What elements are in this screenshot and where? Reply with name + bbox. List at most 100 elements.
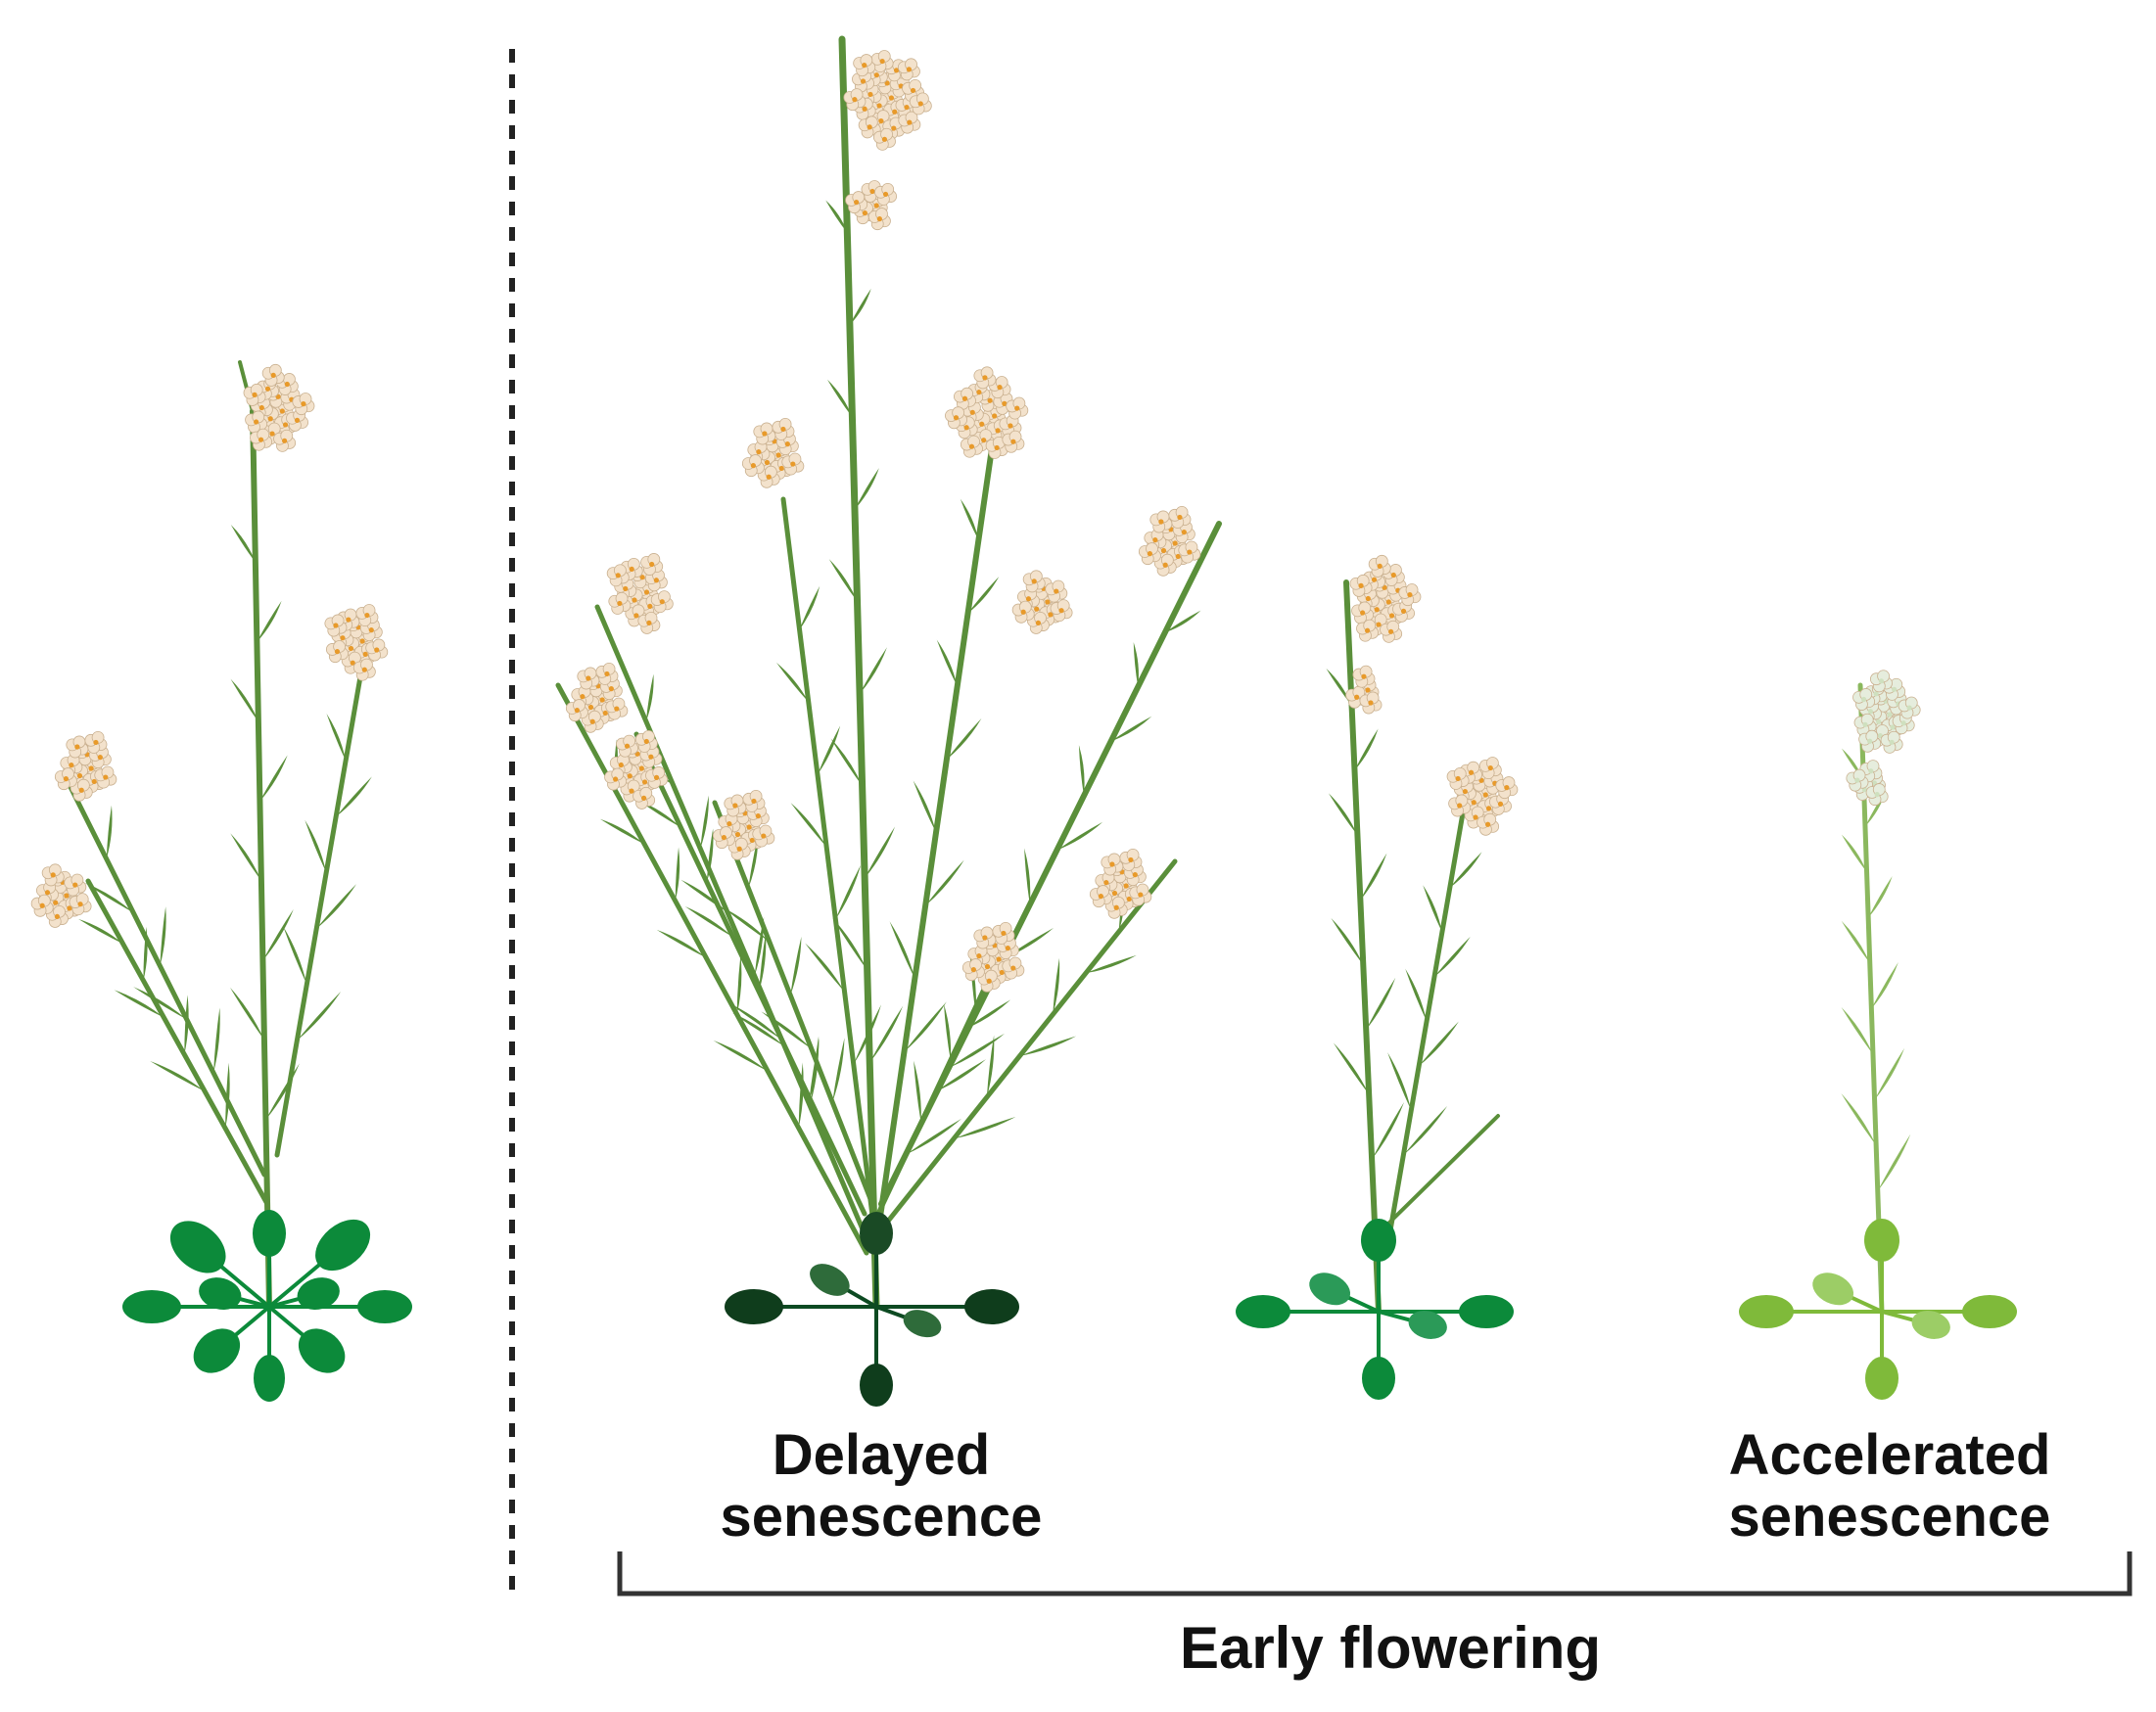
cauline-leaf [599, 818, 645, 845]
flower-center [1504, 785, 1510, 791]
flower-center [892, 109, 898, 115]
cauline-leaf [133, 987, 187, 1020]
rosette-leaf [1865, 1357, 1898, 1400]
cauline-leaf [954, 1117, 1016, 1139]
cauline-leaf [1331, 917, 1364, 965]
cauline-leaf [854, 468, 879, 510]
rosette-leaf [199, 1277, 242, 1311]
flower-center [1354, 694, 1360, 700]
cauline-leaf [1354, 728, 1379, 771]
flower [577, 667, 600, 690]
flower-center [69, 763, 74, 768]
cauline-leaf [1328, 793, 1358, 836]
flower-cluster [845, 180, 898, 231]
flower [1478, 757, 1502, 780]
flower-center [608, 686, 614, 692]
cauline-leaf [1868, 875, 1893, 918]
cauline-leaf [736, 954, 742, 1015]
flower-cluster [945, 366, 1029, 459]
flower-center [904, 104, 910, 111]
flower-center [53, 900, 59, 905]
flower-center [1374, 607, 1380, 613]
flower [1392, 599, 1416, 623]
rosette-leaf [860, 1364, 893, 1407]
stem [875, 976, 992, 1217]
flower [1138, 542, 1161, 566]
flower-cluster [1852, 670, 1921, 754]
flower-center [1177, 514, 1183, 521]
rosette-leaf [1362, 1357, 1395, 1400]
flower-center [1008, 423, 1013, 429]
plant-accelerated-senescence [1739, 670, 2017, 1400]
cauline-leaf [889, 921, 915, 979]
flower-center [982, 375, 988, 381]
flower-cluster [1011, 570, 1073, 634]
cauline-leaf [1433, 936, 1471, 977]
flower [775, 433, 799, 456]
flower-center [854, 200, 860, 206]
flower-center [992, 413, 998, 419]
cauline-leaf [297, 991, 342, 1041]
flower-center [1158, 519, 1164, 525]
flower-center [633, 613, 639, 619]
flower [1011, 600, 1035, 624]
flower-center [364, 612, 370, 619]
flower [365, 638, 389, 662]
flower [1168, 505, 1192, 529]
cauline-leaf [78, 918, 123, 945]
flower-center [629, 788, 634, 794]
cauline-leaf [775, 662, 809, 703]
rosette-leaf [1408, 1310, 1447, 1339]
flower-center [1010, 965, 1016, 971]
flower [64, 873, 87, 897]
flower-cluster [54, 730, 117, 802]
flower [1865, 783, 1889, 807]
flower-center [1147, 551, 1152, 557]
stem [250, 408, 272, 1310]
flower-center [876, 103, 882, 109]
stem [876, 398, 1002, 1226]
flower [275, 373, 299, 395]
flower [1089, 885, 1112, 908]
flower-center [1048, 612, 1054, 618]
flower-center [1471, 800, 1476, 806]
flower-center [103, 774, 109, 780]
flower-center [333, 623, 339, 628]
cauline-leaf [84, 882, 134, 913]
flower-center [888, 95, 895, 101]
flower-center [862, 106, 867, 112]
rosette-leaf [315, 1219, 371, 1272]
cauline-leaf [904, 1001, 947, 1052]
flower-center [39, 902, 45, 908]
flower-center [976, 390, 982, 395]
flower-cluster [1446, 757, 1519, 836]
flower-center [876, 216, 882, 222]
flower-center [1364, 627, 1371, 633]
flower [872, 127, 896, 151]
cauline-leaf [1360, 853, 1387, 901]
flower [645, 765, 669, 789]
cauline-leaf [827, 379, 853, 418]
flower-center [1152, 537, 1158, 543]
flower-center [721, 835, 726, 841]
cauline-leaf [835, 864, 862, 920]
stem [712, 800, 875, 1207]
cauline-leaf [832, 917, 867, 971]
flower-center [873, 203, 879, 208]
cauline-leaf [914, 1060, 921, 1124]
rosette [1739, 1219, 2017, 1400]
flower-center [97, 755, 103, 761]
flower-center [1873, 691, 1879, 697]
flower-center [1889, 739, 1895, 745]
delayed-label-line-2: senescence [720, 1484, 1043, 1549]
flower-center [893, 68, 900, 73]
flower-center [647, 603, 653, 610]
rosette-leaf [1864, 1219, 1899, 1262]
flower-center [359, 638, 365, 644]
cauline-leaf [184, 995, 189, 1055]
flower [1002, 956, 1025, 980]
flower [727, 837, 751, 860]
cauline-leaf [675, 847, 680, 902]
flower [292, 393, 315, 416]
